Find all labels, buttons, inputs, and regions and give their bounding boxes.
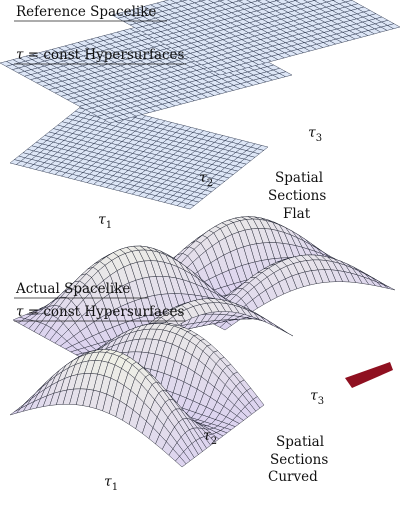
top-tau1-label: τ1	[98, 212, 112, 231]
top-panel: Reference Spacelike τ = const Hypersurfa…	[0, 0, 401, 231]
bottom-tau3-label: τ3	[310, 388, 324, 407]
top-note-line1: Spatial	[275, 170, 323, 186]
bottom-note-line1: Spatial	[276, 434, 324, 450]
curved-sheet-tau2	[12, 245, 294, 379]
top-note-line3: Flat	[283, 206, 311, 222]
bottom-title-line1: Actual Spacelike	[15, 281, 130, 297]
curved-hypersurfaces	[9, 216, 396, 468]
bottom-tau1-label: τ1	[104, 474, 118, 493]
top-title-line1: Reference Spacelike	[16, 4, 156, 20]
curved-sheet-tau1	[9, 322, 265, 468]
bottom-note-line3: Curved	[268, 469, 318, 485]
surface-underside-patch	[345, 362, 393, 388]
bottom-tau2-label: τ2	[203, 428, 217, 447]
bottom-note-line2: Sections	[270, 452, 328, 468]
top-tau2-label: τ2	[199, 170, 213, 189]
flat-sheet-tau1	[9, 100, 269, 210]
flat-sheet-tau3	[111, 0, 401, 76]
bottom-title-line2: τ = const Hypersurfaces	[16, 304, 185, 320]
curved-sheet-tau3	[124, 216, 396, 331]
top-title-line2: τ = const Hypersurfaces	[16, 47, 185, 63]
top-tau3-label: τ3	[308, 125, 322, 144]
top-note-line2: Sections	[268, 188, 326, 204]
bottom-panel: Actual Spacelike τ = const Hypersurfaces…	[9, 216, 396, 493]
